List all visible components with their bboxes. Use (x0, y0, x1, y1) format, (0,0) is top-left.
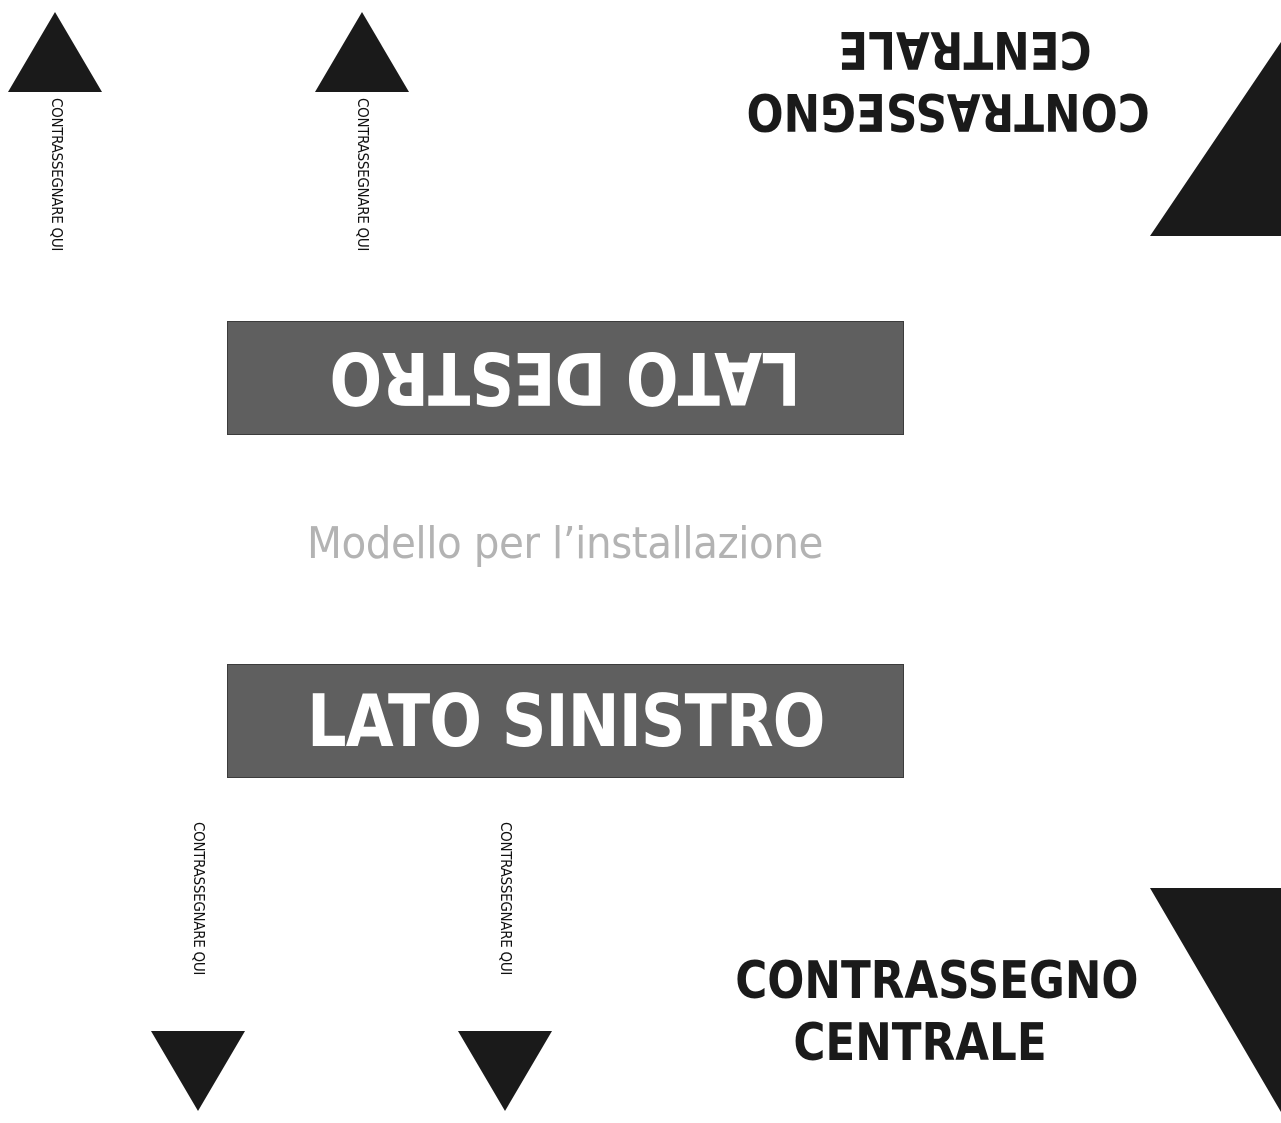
right-triangle-marker-icon (1150, 42, 1281, 236)
center-mark-bottom: CONTRASSEGNO CENTRALE (700, 950, 1140, 1074)
mark-here-label: CONTRASSEGNARE QUI (48, 98, 66, 252)
mark-here-label: CONTRASSEGNARE QUI (354, 98, 372, 252)
mark-here-label: CONTRASSEGNARE QUI (190, 822, 208, 976)
template-title: Modello per l’installazione (306, 518, 824, 569)
right-side-label: LATO DESTRO (330, 336, 801, 420)
center-mark-line: CENTRALE (838, 19, 1092, 79)
triangle-down-icon (458, 1031, 552, 1111)
triangle-up-icon (315, 12, 409, 92)
triangle-up-icon (8, 12, 102, 92)
center-mark-line: CONTRASSEGNO (735, 951, 1139, 1011)
right-triangle-marker-icon (1150, 888, 1281, 1112)
triangle-down-icon (151, 1031, 245, 1111)
left-side-label: LATO SINISTRO (306, 679, 825, 763)
center-mark-top: CONTRASSEGNO CENTRALE (745, 18, 1185, 142)
right-side-band: LATO DESTRO (227, 321, 904, 435)
left-side-band: LATO SINISTRO (227, 664, 904, 778)
center-mark-line: CONTRASSEGNO (746, 81, 1150, 141)
mark-here-label: CONTRASSEGNARE QUI (497, 822, 515, 976)
center-mark-line: CENTRALE (793, 1013, 1047, 1073)
